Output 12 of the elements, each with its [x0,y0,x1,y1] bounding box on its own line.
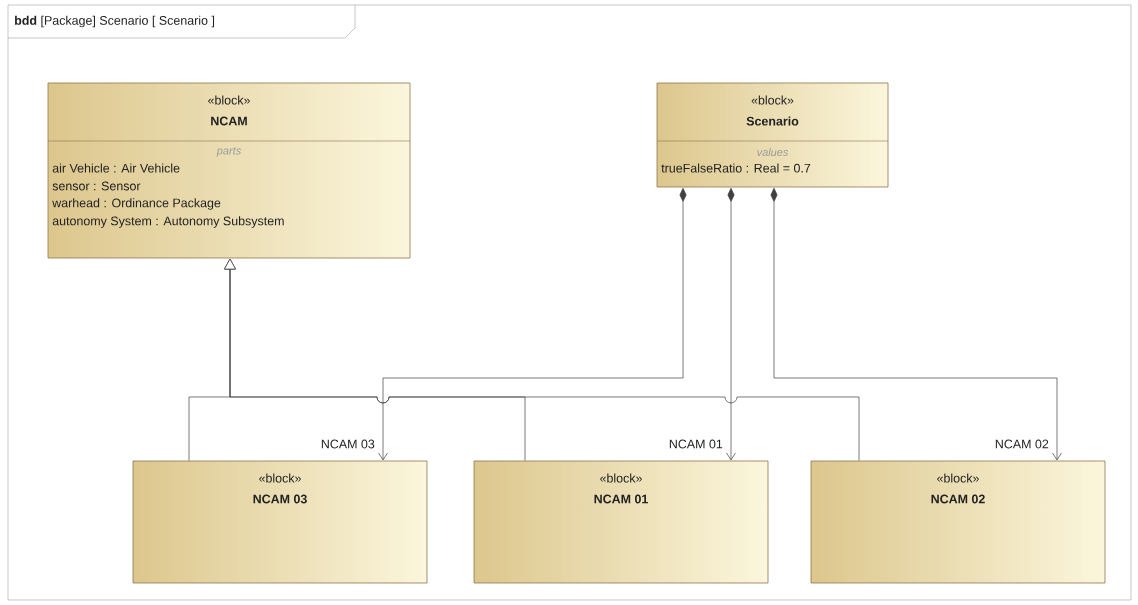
block-box: «block» NCAM 02 [810,460,1106,584]
role-label: NCAM 03 [321,439,375,449]
block-box: «block» Scenario values trueFalseRatio : Real = 0.7 [656,82,889,188]
block-box: «block» NCAM parts air Vehicle : Air Vehicle sensor : Sensor warhead : Ordinance Package autonomy System : Autonomy Subsystem [47,82,411,259]
composition-arrow [726,187,736,461]
generalization-arrow [224,258,860,461]
role-label: NCAM 02 [995,439,1049,449]
block-box: «block» NCAM 01 [473,460,769,584]
block-box: «block» NCAM 03 [132,460,428,584]
role-label: NCAM 01 [669,439,723,449]
composition-arrow [770,187,1062,461]
composition-arrow [378,187,687,461]
